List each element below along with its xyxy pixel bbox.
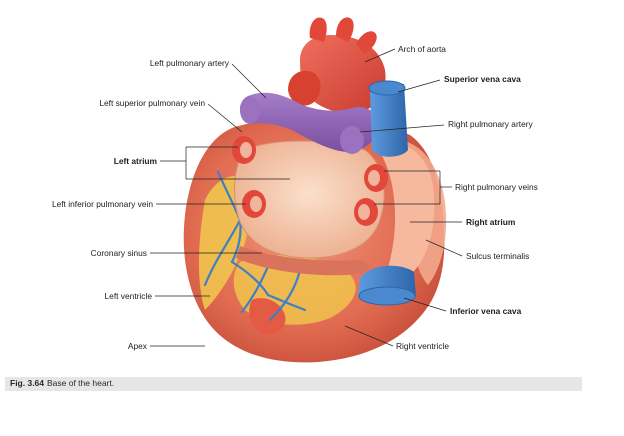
label-coronary-sinus: Coronary sinus (91, 248, 147, 258)
label-left-superior-pulmonary-vein: Left superior pulmonary vein (99, 98, 205, 108)
label-superior-vena-cava: Superior vena cava (444, 74, 521, 84)
label-left-pulmonary-artery: Left pulmonary artery (150, 58, 230, 68)
aorta-shape (288, 17, 386, 114)
coronary-vessels (203, 170, 307, 322)
pulmonary-veins-shape (232, 136, 388, 226)
label-inferior-vena-cava: Inferior vena cava (450, 306, 522, 316)
label-apex: Apex (128, 341, 148, 351)
inferior-vena-cava-shape (358, 265, 416, 306)
leader-lines (150, 48, 463, 347)
superior-vena-cava-shape (368, 80, 408, 157)
label-right-atrium: Right atrium (466, 217, 515, 227)
pulmonary-arteries-shape (239, 92, 378, 154)
figure-caption: Fig. 3.64 Base of the heart. (5, 377, 582, 391)
right-atrium-shape (372, 139, 435, 280)
coronary-sinus-shape (236, 246, 369, 276)
label-arch-of-aorta: Arch of aorta (398, 44, 446, 54)
figure-number: Fig. 3.64 (10, 378, 45, 388)
label-right-pulmonary-artery: Right pulmonary artery (448, 119, 534, 129)
label-right-ventricle: Right ventricle (396, 341, 449, 351)
label-right-pulmonary-veins: Right pulmonary veins (455, 182, 538, 192)
label-left-ventricle: Left ventricle (105, 291, 153, 301)
label-sulcus-terminalis: Sulcus terminalis (466, 251, 529, 261)
label-left-inferior-pulmonary-vein: Left inferior pulmonary vein (52, 199, 153, 209)
labels: Arch of aorta Left pulmonary artery Supe… (52, 44, 538, 351)
figure-caption-text: Base of the heart. (47, 378, 115, 388)
label-left-atrium: Left atrium (114, 156, 157, 166)
